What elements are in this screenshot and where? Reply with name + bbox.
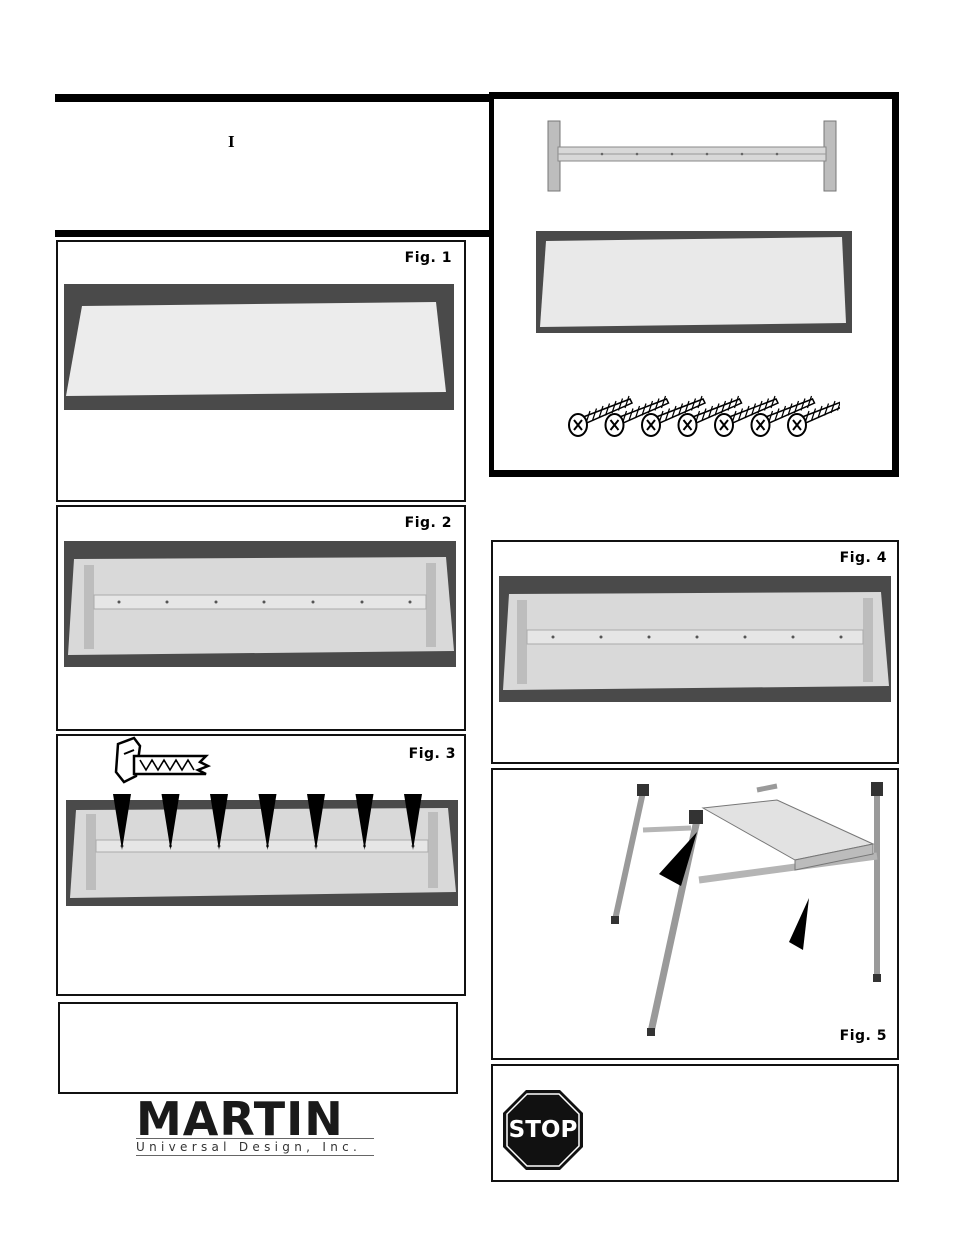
screw-icon (677, 395, 743, 437)
figure-5-panel: Fig. 5 (491, 768, 899, 1060)
figure-5-image (611, 782, 883, 1036)
screw-icon (714, 395, 780, 437)
figure-4-image (499, 576, 891, 702)
figure-4-panel: Fig. 4 (491, 540, 899, 764)
arrow-pointer-icon (659, 832, 697, 886)
stop-sign-label: STOP (508, 1117, 578, 1143)
arrow-down-icon (258, 794, 277, 850)
figure-2-label: Fig. 2 (404, 515, 452, 531)
parts-box (489, 92, 899, 477)
header-top-rule (55, 94, 495, 102)
brand-logo: MARTIN (136, 1092, 344, 1146)
figure-1-label: Fig. 1 (404, 250, 452, 266)
note-box (58, 1002, 458, 1094)
arrow-down-icon (404, 794, 422, 850)
figure-3-label: Fig. 3 (408, 746, 456, 762)
arrow-down-icon (307, 794, 325, 850)
header-letter: I (228, 132, 235, 151)
stop-sign-icon (503, 1090, 583, 1170)
shelf-panel-image (536, 231, 852, 333)
header-bottom-rule (55, 230, 495, 237)
arrow-down-icon (161, 794, 180, 850)
stop-box: STOP (491, 1064, 899, 1182)
figure-3-arrows (113, 794, 422, 850)
brand-tagline: Universal Design, Inc. (136, 1138, 374, 1156)
figure-3-panel: Fig. 3 (56, 734, 466, 996)
figure-2-panel: Fig. 2 (56, 505, 466, 731)
figure-2-image (64, 541, 456, 667)
arrow-pointer-icon (789, 898, 809, 950)
screw-icon (750, 395, 816, 437)
screw-icon (604, 395, 670, 437)
figure-3-image (66, 800, 458, 906)
screw-icon (787, 400, 840, 437)
figure-5-label: Fig. 5 (839, 1028, 887, 1044)
hammer-icon (114, 736, 212, 784)
arrow-down-icon (113, 794, 131, 850)
screw-icon (568, 395, 634, 437)
crossbar-rail-image (547, 120, 837, 192)
figure-1-image (64, 284, 454, 410)
screw-icon (641, 395, 707, 437)
arrow-down-icon (355, 794, 374, 850)
figure-1-panel: Fig. 1 (56, 240, 466, 502)
arrow-down-icon (210, 794, 228, 850)
screws-image (568, 395, 840, 437)
figure-4-label: Fig. 4 (839, 550, 887, 566)
